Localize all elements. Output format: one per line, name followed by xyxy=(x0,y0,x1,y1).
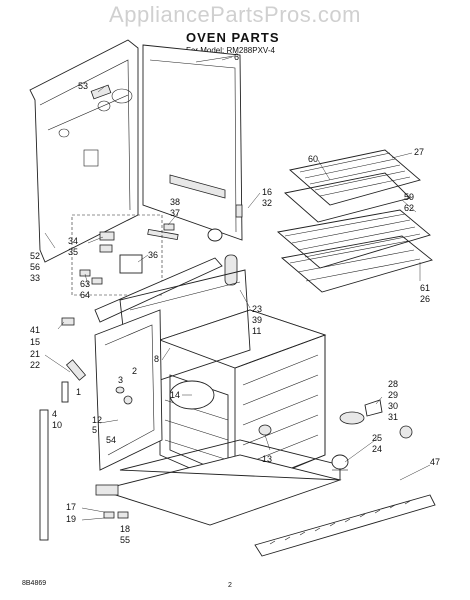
part-label: 53 xyxy=(78,81,88,91)
diagram-title: OVEN PARTS xyxy=(186,30,280,45)
part-label: 62 xyxy=(404,203,414,213)
part-label: 56 xyxy=(30,262,40,272)
part-label: 25 xyxy=(372,433,382,443)
part-label: 8 xyxy=(154,354,159,364)
back-panel xyxy=(29,39,139,263)
bottom-assembly xyxy=(95,439,436,557)
part-label: 14 xyxy=(170,390,180,400)
oven-racks xyxy=(276,149,433,293)
part-label: 16 xyxy=(262,187,272,197)
part-label: 33 xyxy=(30,273,40,283)
part-label: 35 xyxy=(68,247,78,257)
part-label: 6 xyxy=(234,52,239,62)
page-number: 2 xyxy=(228,582,232,589)
part-label: 61 xyxy=(420,283,430,293)
front-frame xyxy=(39,309,163,541)
part-label: 22 xyxy=(30,360,40,370)
part-label: 36 xyxy=(148,250,158,260)
part-label: 1 xyxy=(76,387,81,397)
part-label: 4 xyxy=(52,409,57,419)
part-label: 39 xyxy=(252,315,262,325)
part-label: 17 xyxy=(66,502,76,512)
part-label: 28 xyxy=(388,379,398,389)
part-label: 31 xyxy=(388,412,398,422)
part-label: 27 xyxy=(414,147,424,157)
part-label: 19 xyxy=(66,514,76,524)
model-subtitle: For Model: RM288PXV-4 xyxy=(186,46,275,55)
part-label: 37 xyxy=(170,208,180,218)
part-label: 15 xyxy=(30,337,40,347)
part-label: 2 xyxy=(132,366,137,376)
watermark: AppliancePartsPros.com xyxy=(109,2,361,27)
part-label: 55 xyxy=(120,535,130,545)
part-label: 11 xyxy=(252,326,261,336)
part-label: 64 xyxy=(80,290,90,300)
small-parts-right xyxy=(331,399,413,471)
part-label: 34 xyxy=(68,236,78,246)
part-label: 30 xyxy=(388,401,398,411)
part-label: 18 xyxy=(120,524,130,534)
part-label: 10 xyxy=(52,420,62,430)
part-label: 21 xyxy=(30,349,40,359)
part-label: 52 xyxy=(30,251,40,261)
part-label: 24 xyxy=(372,444,382,454)
part-label: 26 xyxy=(420,294,430,304)
part-label: 41 xyxy=(30,325,40,335)
part-label: 47 xyxy=(430,457,440,467)
side-panel xyxy=(142,44,243,241)
leader-lines xyxy=(44,56,431,521)
part-label: 13 xyxy=(262,454,272,464)
part-label: 38 xyxy=(170,197,180,207)
part-label: 29 xyxy=(388,390,398,400)
part-labels: 53 6 27 60 16 32 59 62 38 37 52 56 33 34… xyxy=(30,52,440,545)
part-label: 54 xyxy=(106,435,116,445)
oven-body xyxy=(119,269,327,491)
control-components xyxy=(71,214,238,323)
part-label: 12 xyxy=(92,415,102,425)
part-label: 63 xyxy=(80,279,90,289)
part-label: 5 xyxy=(92,425,97,435)
part-label: 3 xyxy=(118,375,123,385)
part-label: 60 xyxy=(308,154,318,164)
part-label: 23 xyxy=(252,304,262,314)
part-label: 32 xyxy=(262,198,272,208)
part-label: 59 xyxy=(404,192,414,202)
diagram-code: 8B4869 xyxy=(22,580,47,587)
